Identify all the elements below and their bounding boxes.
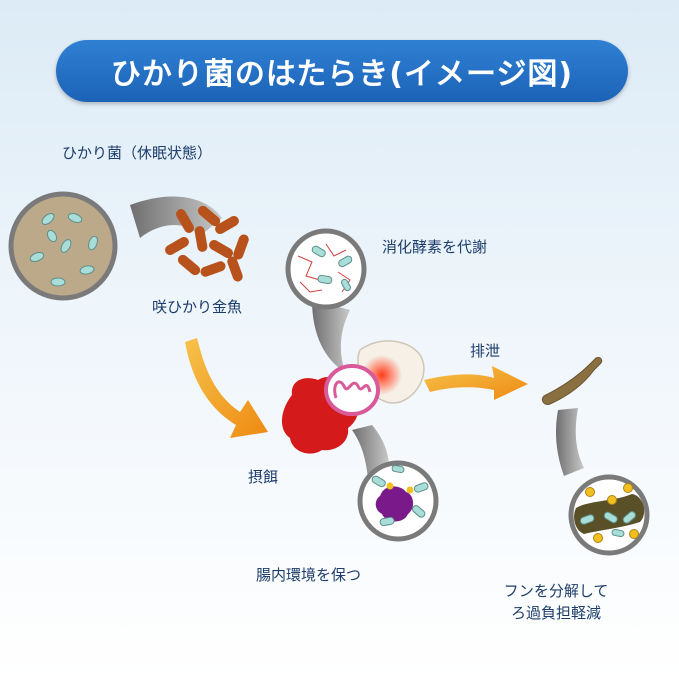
label-feeding: 摂餌 xyxy=(248,468,279,486)
intestine-callout xyxy=(352,425,439,542)
label-decompose-line2: ろ過負担軽減 xyxy=(510,604,601,622)
feces xyxy=(541,357,603,405)
dormant-bacteria-callout xyxy=(8,191,222,301)
label-dormant: ひかり菌（休眠状態） xyxy=(62,144,213,162)
page-title: ひかり菌のはたらき(イメージ図) xyxy=(110,57,574,92)
digestive-tract xyxy=(281,340,425,454)
arrow-to-feeding xyxy=(185,338,268,438)
label-digest: 消化酵素を代謝 xyxy=(382,238,488,256)
label-decompose-line1: フンを分解して xyxy=(503,582,609,600)
label-excretion: 排泄 xyxy=(470,342,501,360)
dormant-bacteria-cells xyxy=(29,213,98,287)
decompose-callout xyxy=(556,408,650,556)
title-banner: ひかり菌のはたらき(イメージ図) xyxy=(56,40,628,102)
arrow-to-excretion xyxy=(424,366,528,400)
label-intestine: 腸内環境を保つ xyxy=(256,566,362,584)
food-pellets xyxy=(165,205,249,282)
label-goldfish: 咲ひかり金魚 xyxy=(152,298,243,316)
enzyme-callout xyxy=(285,228,367,372)
label-decompose: フンを分解して ろ過負担軽減 xyxy=(486,580,626,624)
